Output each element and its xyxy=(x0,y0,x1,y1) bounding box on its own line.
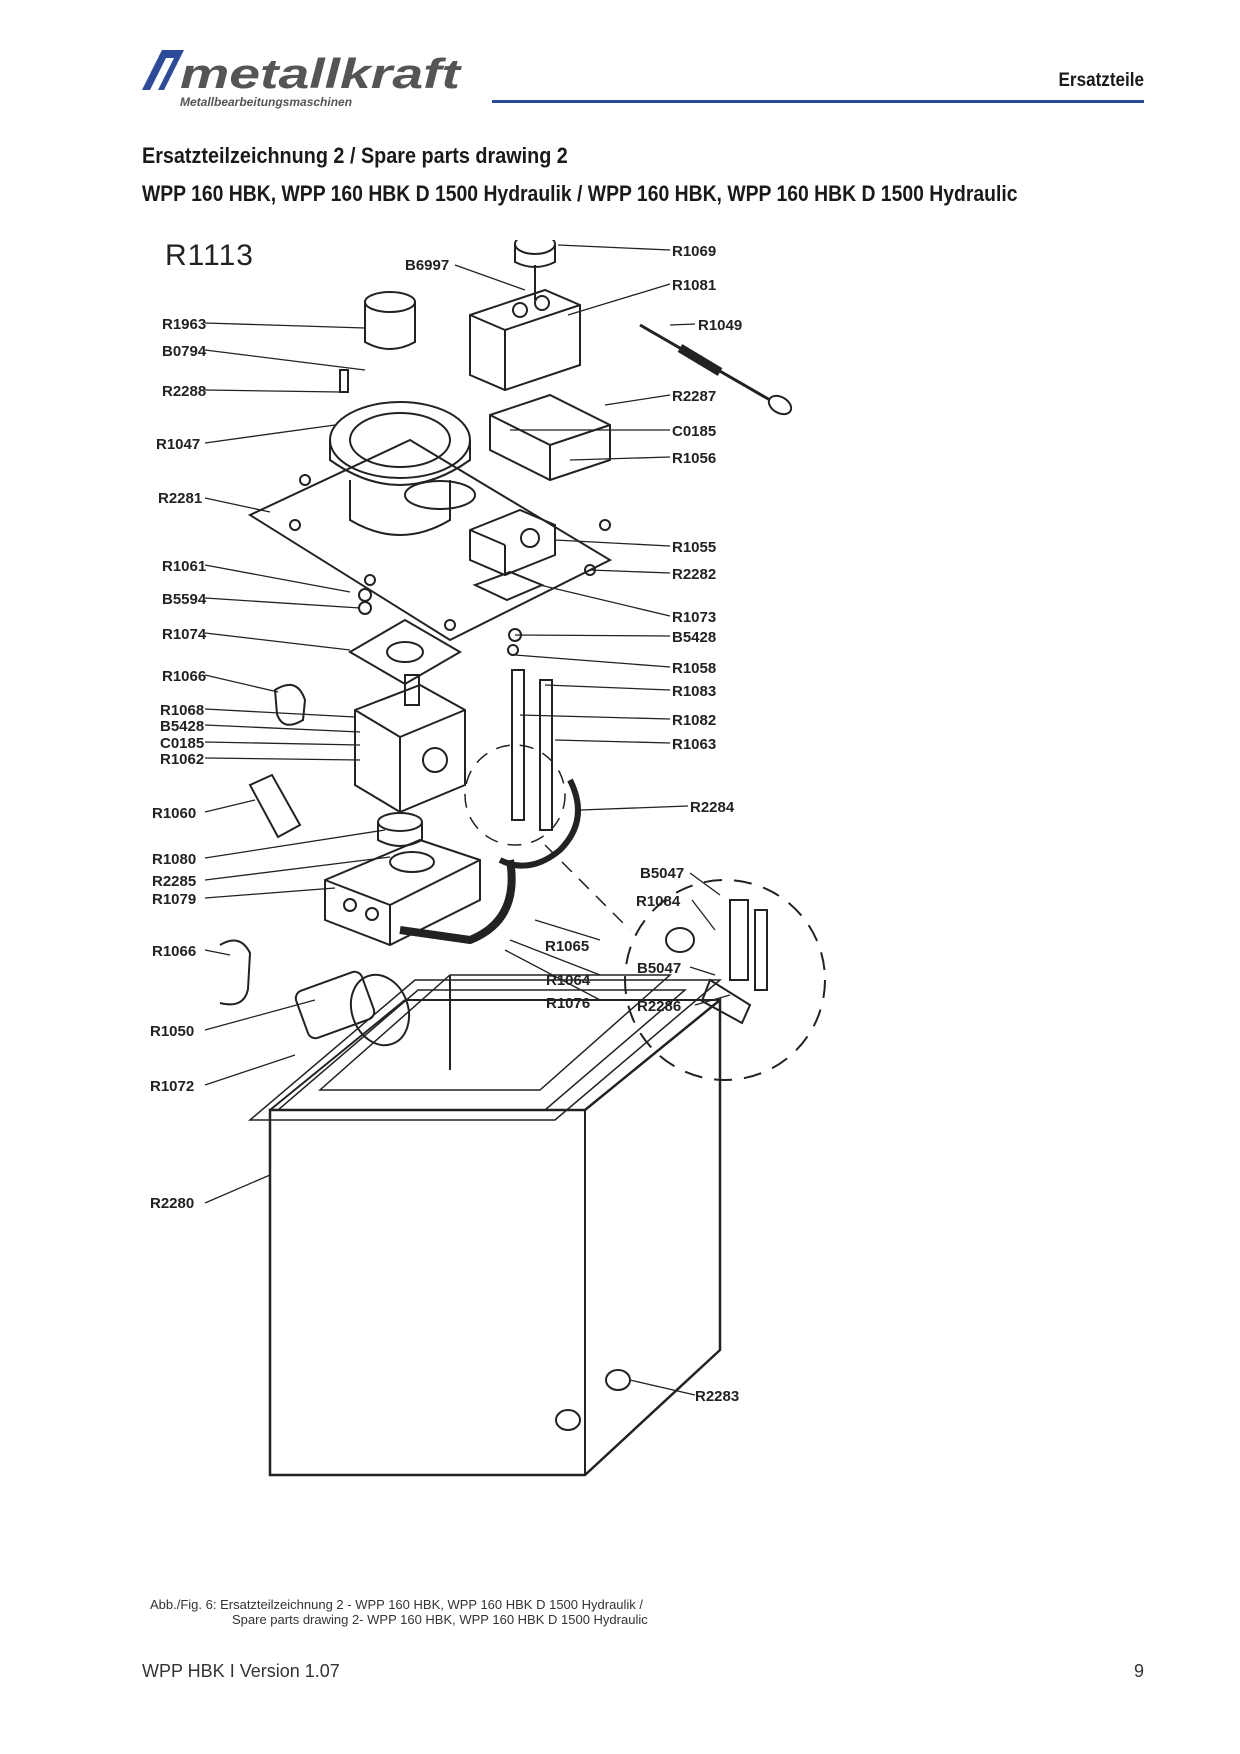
part-label: R1081 xyxy=(672,277,716,294)
caption-line-2: Spare parts drawing 2- WPP 160 HBK, WPP … xyxy=(232,1612,648,1627)
part-label: B5428 xyxy=(672,629,716,646)
logo-mark: metallkraft Metallbearbeitungsmaschinen xyxy=(142,50,463,109)
page-title: Ersatzteilzeichnung 2 / Spare parts draw… xyxy=(142,143,568,168)
page-number: 9 xyxy=(1133,1661,1144,1681)
part-label: R1080 xyxy=(152,851,196,868)
logo-wordmark: metallkraft xyxy=(180,50,463,97)
section-label: Ersatzteile xyxy=(1058,70,1144,91)
part-label: R1056 xyxy=(672,450,716,467)
part-label: R1076 xyxy=(546,995,590,1012)
part-label: B5047 xyxy=(640,865,684,882)
part-label: R2288 xyxy=(162,383,206,400)
part-label: R2286 xyxy=(637,998,681,1015)
leader-lines xyxy=(204,244,731,1396)
part-label: R2281 xyxy=(158,490,202,507)
caption-line-1: Abb./Fig. 6: Ersatzteilzeichnung 2 - WPP… xyxy=(150,1597,644,1612)
part-label: R1069 xyxy=(672,243,716,260)
part-label: R1072 xyxy=(150,1078,194,1095)
part-label: B5047 xyxy=(637,960,681,977)
tank-outline xyxy=(268,997,722,1477)
part-labels: R1069 B6997 R1081 R1049 R1963 B0794 R228… xyxy=(150,243,742,1405)
part-label: R1050 xyxy=(150,1023,194,1040)
part-label: R1061 xyxy=(162,558,206,575)
spare-parts-drawing: R1113 R1069 B6997 R1081 R1049 R1963 B079… xyxy=(150,240,910,1580)
part-label: B0794 xyxy=(162,343,207,360)
drawing-reference: R1113 xyxy=(165,240,254,272)
drawing-geometry xyxy=(219,240,826,1477)
logo-subtitle: Metallbearbeitungsmaschinen xyxy=(180,95,352,109)
metallkraft-logo: metallkraft Metallbearbeitungsmaschinen xyxy=(140,48,470,110)
part-label: R1047 xyxy=(156,436,200,453)
part-label: B6997 xyxy=(405,257,449,274)
part-label: R1083 xyxy=(672,683,716,700)
page-subtitle: WPP 160 HBK, WPP 160 HBK D 1500 Hydrauli… xyxy=(142,181,1018,206)
part-label: R1064 xyxy=(546,972,591,989)
part-label: R1058 xyxy=(672,660,716,677)
part-label: R1063 xyxy=(672,736,716,753)
part-label: R1060 xyxy=(152,805,196,822)
part-label: R1079 xyxy=(152,891,196,908)
exploded-view-svg: R1113 R1069 B6997 R1081 R1049 R1963 B079… xyxy=(150,240,826,1477)
part-label: R2287 xyxy=(672,388,716,405)
part-label: R1055 xyxy=(672,539,716,556)
part-label: R2285 xyxy=(152,873,196,890)
part-label: R1082 xyxy=(672,712,716,729)
part-label: R1074 xyxy=(162,626,207,643)
part-label: B5428 xyxy=(160,718,204,735)
part-label: R2280 xyxy=(150,1195,194,1212)
part-label: R1073 xyxy=(672,609,716,626)
figure-caption: Abb./Fig. 6: Ersatzteilzeichnung 2 - WPP… xyxy=(150,1597,870,1627)
part-label: R1963 xyxy=(162,316,206,333)
part-label: R1065 xyxy=(545,938,589,955)
part-label: R2282 xyxy=(672,566,716,583)
part-label: R1066 xyxy=(162,668,206,685)
part-label: R2283 xyxy=(695,1388,739,1405)
footer-version: WPP HBK I Version 1.07 xyxy=(142,1661,340,1681)
part-label: R1062 xyxy=(160,751,204,768)
part-label: R1084 xyxy=(636,893,681,910)
part-label: C0185 xyxy=(672,423,716,440)
part-label: C0185 xyxy=(160,735,204,752)
part-label: R1049 xyxy=(698,317,742,334)
part-label: R2284 xyxy=(690,799,735,816)
part-label: R1068 xyxy=(160,702,204,719)
header-rule xyxy=(492,100,1144,103)
part-label: B5594 xyxy=(162,591,207,608)
part-label: R1066 xyxy=(152,943,196,960)
